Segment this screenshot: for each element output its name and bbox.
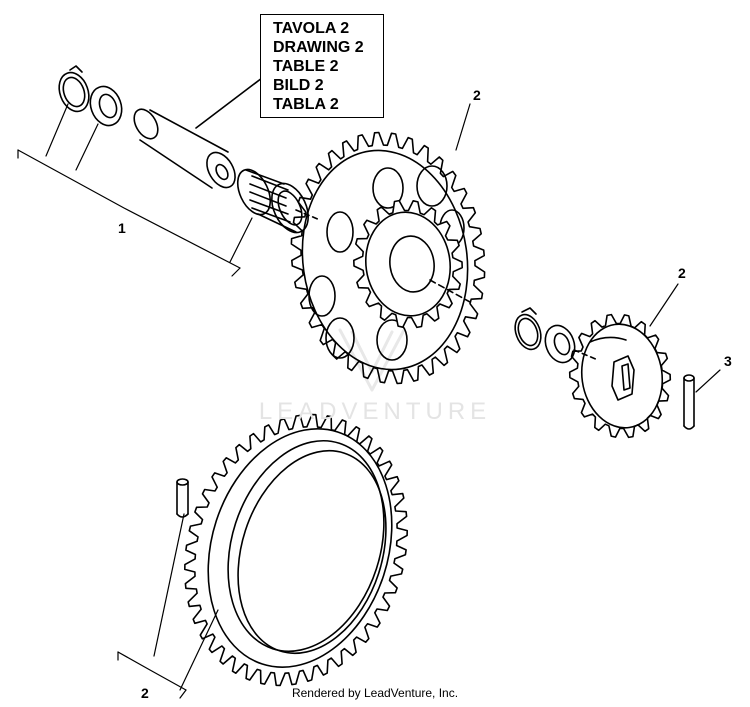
callout-pin: 3 [724, 353, 732, 369]
reference-leader [195, 77, 263, 129]
small-gear-front [353, 199, 471, 329]
washer-left [89, 85, 123, 127]
roll-pin-right [683, 374, 695, 430]
reference-line-1: TAVOLA 2 [273, 20, 350, 37]
reference-box: TAVOLA 2 DRAWING 2 TABLE 2 BILD 2 TABLA … [260, 14, 384, 118]
watermark-text: LEADVENTURE [258, 398, 492, 425]
roll-pin-left [176, 478, 189, 518]
callout-assembly-1: 1 [118, 220, 126, 236]
reference-line-3: TABLE 2 [273, 58, 339, 75]
snap-ring-right [514, 307, 542, 351]
shaft-sleeve [133, 108, 236, 189]
snap-ring-left [58, 65, 90, 113]
needle-bearing [236, 168, 321, 234]
callout-ring-gear: 2 [141, 685, 149, 701]
callout-leaders [17, 103, 721, 699]
reference-line-5: TABLA 2 [273, 96, 339, 113]
reference-line-2: DRAWING 2 [273, 39, 364, 56]
ring-gear [184, 413, 408, 687]
callout-small-gear: 2 [678, 265, 686, 281]
right-gear [568, 313, 672, 439]
footer-credit: Rendered by LeadVenture, Inc. [291, 686, 459, 700]
reference-line-4: BILD 2 [273, 77, 324, 94]
callout-large-gear: 2 [473, 87, 481, 103]
